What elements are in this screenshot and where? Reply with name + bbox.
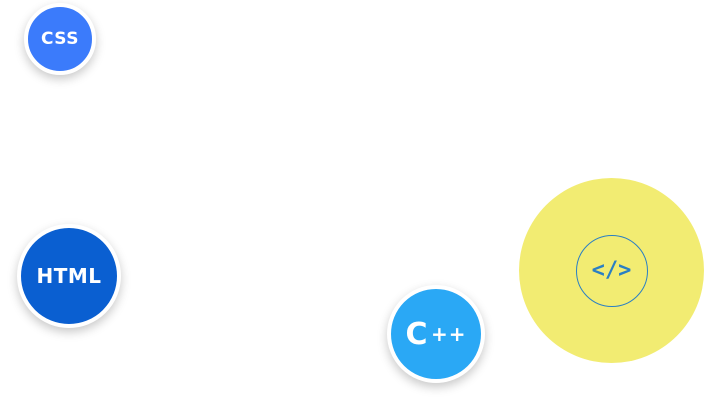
css-bubble: CSS xyxy=(24,3,96,75)
code-icon: </> xyxy=(575,234,648,307)
cpp-bubble: C++ xyxy=(387,285,485,383)
code-icon-glyph: </> xyxy=(591,258,632,283)
html-bubble: HTML xyxy=(17,224,121,328)
code-badge-circle: </> xyxy=(519,178,704,363)
cpp-bubble-plus: ++ xyxy=(431,322,467,346)
html-bubble-label: HTML xyxy=(36,264,102,288)
cpp-bubble-label: C xyxy=(405,316,428,352)
css-bubble-label: CSS xyxy=(40,29,79,49)
